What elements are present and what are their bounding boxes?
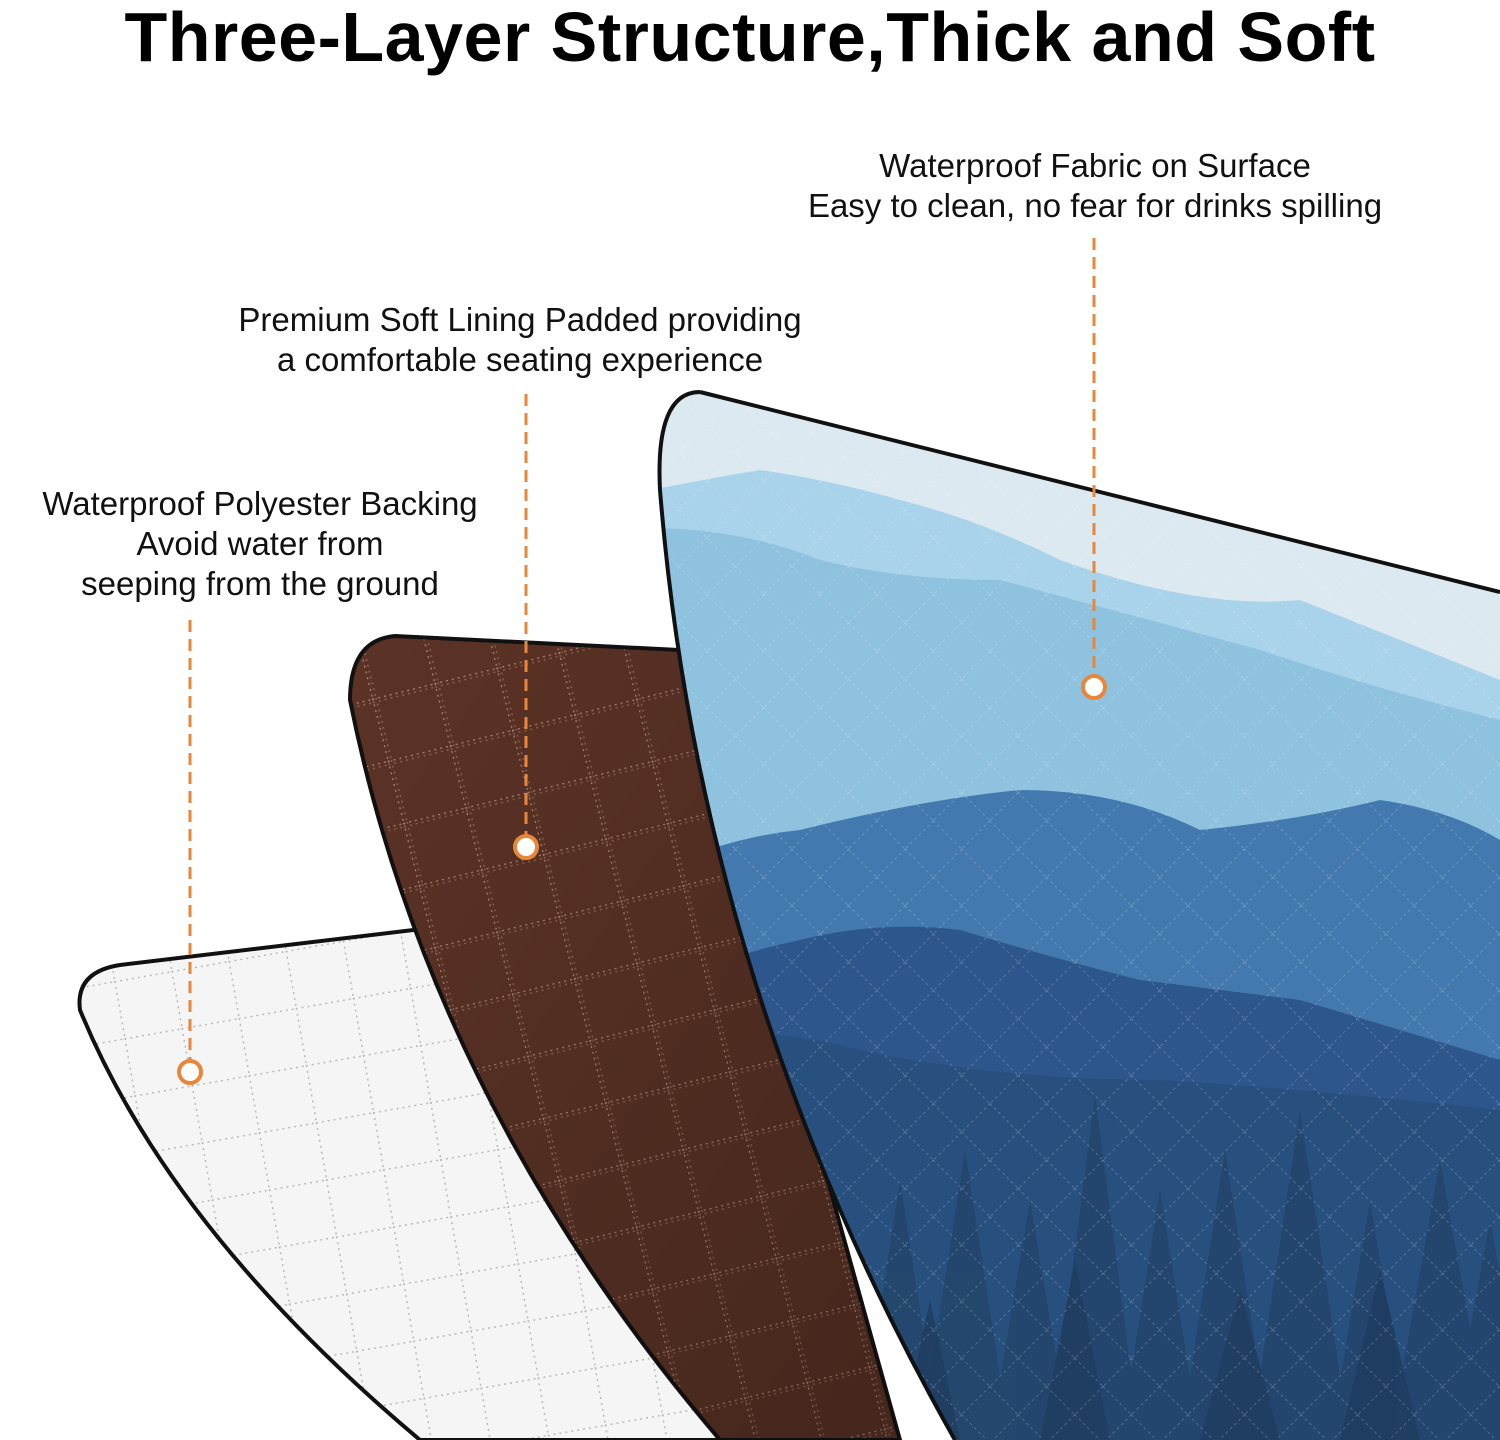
lining-layer: [347, 633, 903, 1440]
surface-label-line-1: Waterproof Fabric on Surface: [879, 147, 1311, 184]
page-title: Three-Layer Structure,Thick and Soft: [124, 0, 1376, 76]
surface-label-line-2: Easy to clean, no fear for drinks spilli…: [807, 187, 1383, 224]
marker-dot-surface: [1081, 674, 1107, 700]
lining-label-line-1: Premium Soft Lining Padded providing: [238, 301, 802, 338]
callout-surface: [1081, 238, 1107, 700]
backing-label-line-1: Waterproof Polyester Backing: [42, 485, 478, 522]
marker-dot-backing: [177, 1059, 203, 1085]
lining-layer-label: Premium Soft Lining Padded providing a c…: [170, 300, 870, 380]
backing-layer-label: Waterproof Polyester Backing Avoid water…: [0, 484, 520, 604]
marker-dot-lining: [513, 834, 539, 860]
surface-layer-label: Waterproof Fabric on Surface Easy to cle…: [745, 146, 1445, 226]
callout-lining: [513, 394, 539, 860]
lining-label-line-2: a comfortable seating experience: [276, 341, 764, 378]
backing-layer: [77, 925, 763, 1440]
callout-backing: [177, 620, 203, 1085]
backing-label-line-2: Avoid water from: [136, 525, 384, 562]
backing-label-line-3: seeping from the ground: [81, 565, 439, 602]
